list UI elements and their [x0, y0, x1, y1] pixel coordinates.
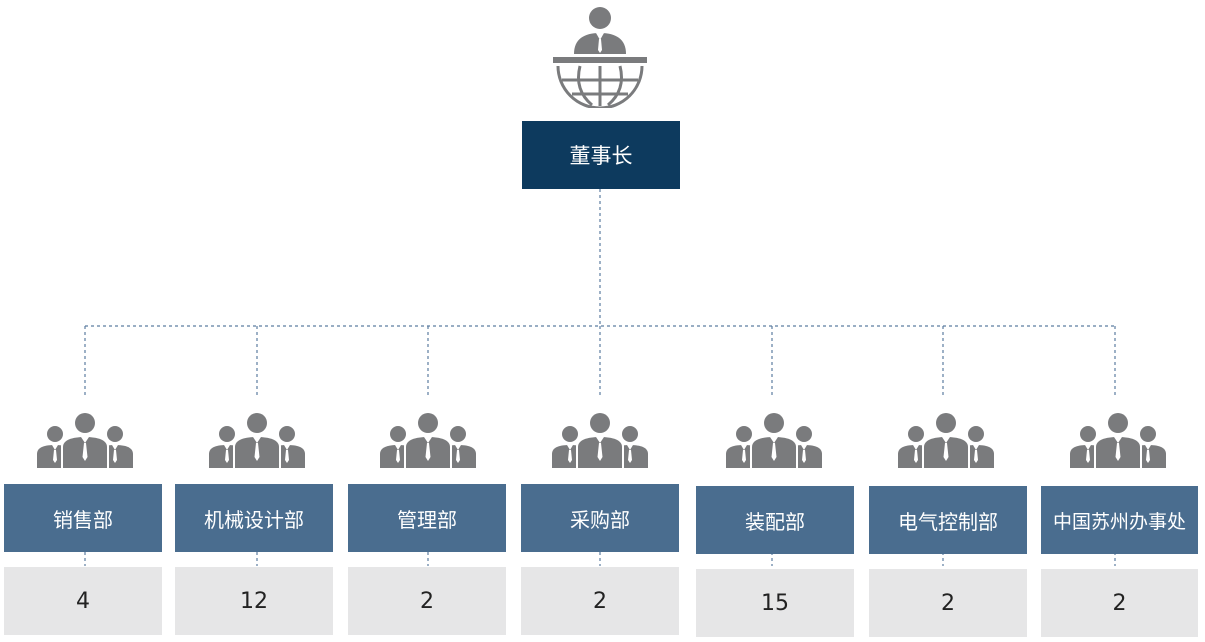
department-name: 电气控制部	[898, 509, 998, 534]
department-box: 中国苏州办事处	[1041, 486, 1198, 554]
department-count: 2	[420, 588, 434, 614]
department-box: 销售部	[4, 484, 162, 552]
team-icon	[1070, 412, 1166, 468]
department-name: 装配部	[745, 509, 805, 534]
department-box: 电气控制部	[869, 486, 1027, 554]
team-icon	[726, 412, 822, 468]
department-count: 2	[593, 588, 607, 614]
headcount-box: 2	[521, 567, 679, 635]
department-count: 15	[761, 590, 789, 616]
team-icon	[380, 412, 476, 468]
department-box: 装配部	[696, 486, 854, 554]
department-count: 4	[76, 588, 90, 614]
department-count: 12	[240, 588, 268, 614]
department-name: 中国苏州办事处	[1052, 510, 1186, 533]
department-name: 机械设计部	[204, 507, 304, 532]
department-count: 2	[941, 590, 955, 616]
headcount-box: 12	[175, 567, 333, 635]
headcount-box: 4	[4, 567, 162, 635]
department-name: 采购部	[570, 507, 630, 532]
department-box: 采购部	[521, 484, 679, 552]
team-icon	[37, 412, 133, 468]
department-count: 2	[1112, 590, 1127, 616]
team-icon	[898, 412, 994, 468]
headcount-box: 2	[1041, 569, 1198, 637]
team-icon	[552, 412, 648, 468]
department-name: 管理部	[397, 507, 457, 532]
chairman-box: 董事长	[522, 121, 680, 189]
headcount-box: 2	[869, 569, 1027, 637]
chairman-globe-icon	[553, 7, 647, 108]
headcount-box: 2	[348, 567, 506, 635]
department-box: 管理部	[348, 484, 506, 552]
department-name: 销售部	[53, 507, 113, 532]
team-icon	[209, 412, 305, 468]
chairman-title: 董事长	[569, 144, 633, 168]
headcount-box: 15	[696, 569, 854, 637]
department-box: 机械设计部	[175, 484, 333, 552]
